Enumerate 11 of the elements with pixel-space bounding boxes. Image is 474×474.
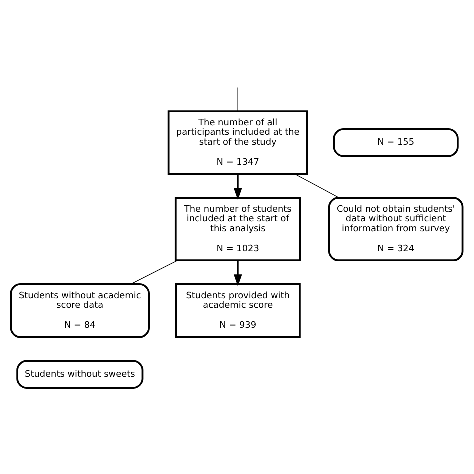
node-box: Students without academic score data N = 84 <box>10 283 150 338</box>
node-box: Students without sweets <box>16 360 144 388</box>
node-box: The number of students included at the start of this analysis N = 1023 <box>174 196 302 262</box>
arrow <box>234 260 242 286</box>
node-box: The number of all participants included at the start of the study N = 1347 <box>168 110 308 175</box>
arrow <box>234 174 242 200</box>
node-box: Could not obtain students' data without sufficient information from survey N = 324 <box>328 196 464 262</box>
node-box: N = 155 <box>333 128 459 157</box>
connector <box>130 260 178 284</box>
node-box: Students provided with academic score N = 939 <box>175 283 301 338</box>
connector <box>294 173 340 198</box>
